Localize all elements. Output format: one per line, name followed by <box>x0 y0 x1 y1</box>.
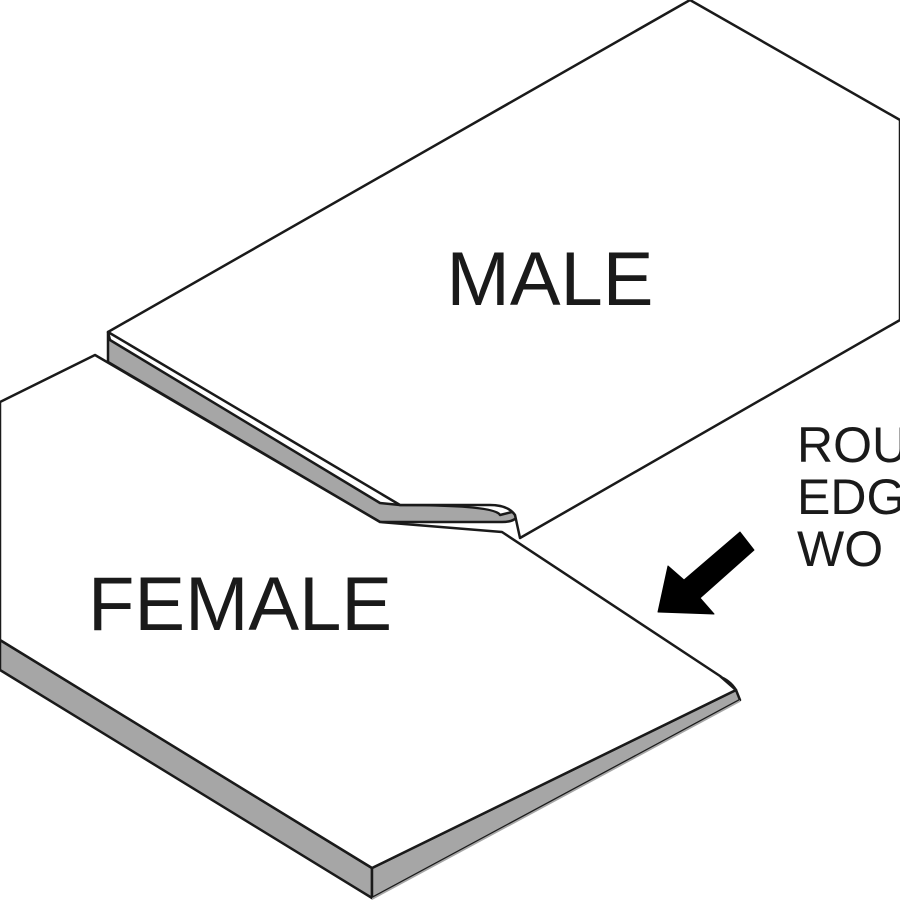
arrow-down-left-icon <box>657 531 755 615</box>
male-panel-top <box>106 0 900 540</box>
callout-text-line2: EDG <box>797 469 900 525</box>
callout-text-line3: WO <box>797 521 883 577</box>
callout-text-line1: ROU <box>797 417 900 473</box>
female-panel-bottom-edge <box>372 700 740 900</box>
female-label: FEMALE <box>88 562 392 647</box>
male-label: MALE <box>447 237 654 322</box>
female-panel-top <box>0 353 738 870</box>
